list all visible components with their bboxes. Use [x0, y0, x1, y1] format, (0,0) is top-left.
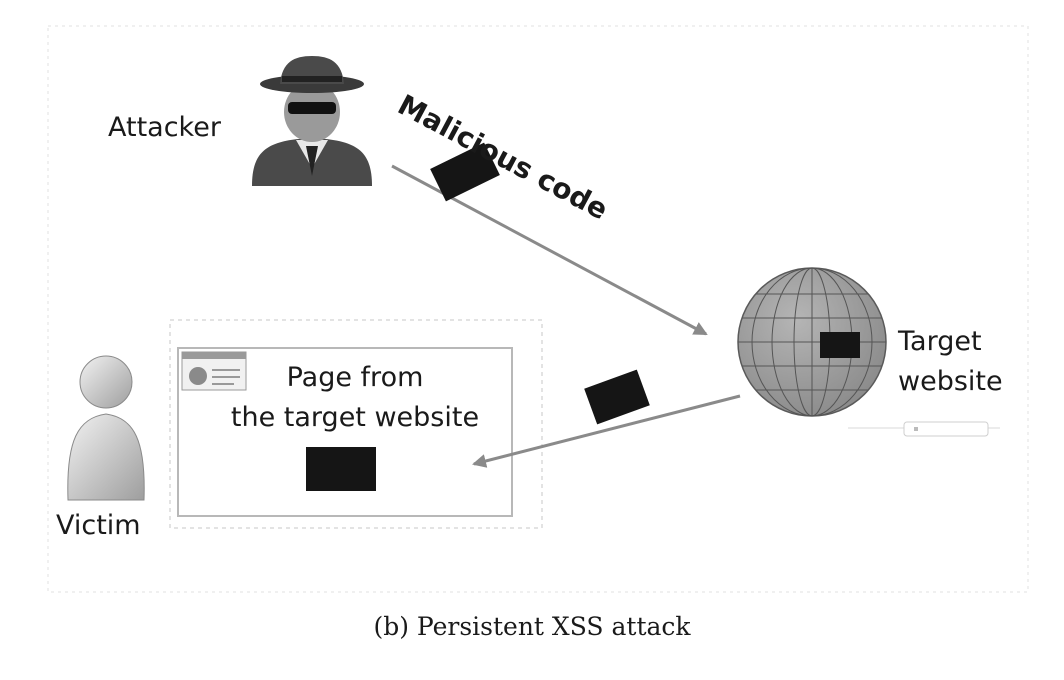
page-label: Page from the target website: [200, 358, 510, 438]
outer-frame: [47, 25, 1029, 593]
target-label-line1: Target: [898, 326, 982, 357]
target-label-line2: website: [898, 366, 1003, 397]
page-payload-block: [306, 447, 376, 491]
arrow-target-to-page: [472, 394, 741, 468]
scrollbar-artifact: [848, 421, 1000, 437]
target-website-label: Target website: [898, 322, 1003, 402]
user-person-icon: [67, 355, 145, 501]
spy-attacker-icon: [252, 56, 372, 186]
page-outer-frame: [169, 319, 543, 529]
stored-payload-block: [820, 332, 860, 358]
figure-caption: (b) Persistent XSS attack: [373, 612, 691, 641]
attacker-label: Attacker: [108, 112, 221, 143]
page-label-line1: Page from: [286, 362, 424, 393]
globe-icon: [737, 267, 887, 417]
payload-block-delivery: [584, 369, 650, 425]
payload-block-upload: [430, 142, 500, 202]
victim-label: Victim: [56, 510, 141, 541]
browser-window-icon: [181, 351, 247, 391]
page-label-line2: the target website: [230, 402, 480, 433]
